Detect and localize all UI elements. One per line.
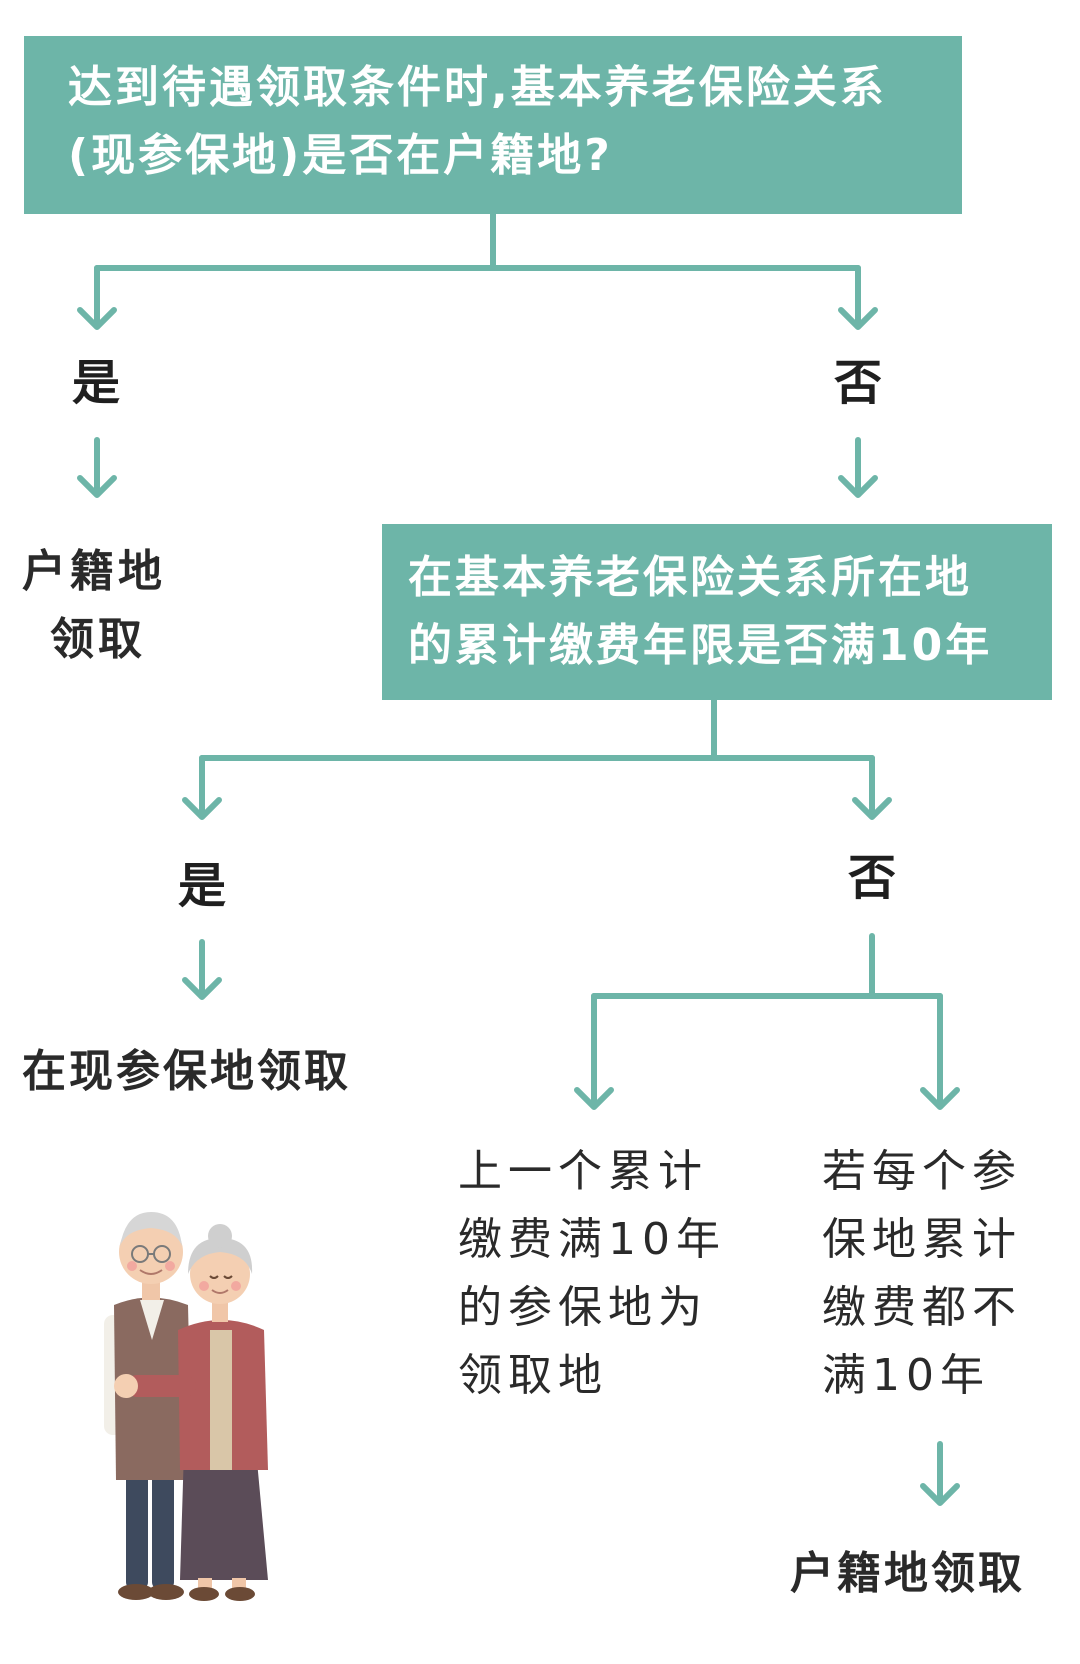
down-arrow-icon [574,1087,614,1110]
branch1-yes-result: 户籍地 领取 [22,538,166,674]
elderly-man-figure [104,1212,192,1600]
question1-line: 达到待遇领取条件时,基本养老保险关系 [68,62,887,113]
down-arrow-icon [182,797,222,820]
branch2-no-label: 否 [848,850,897,906]
question2-line: 在基本养老保险关系所在地 [408,552,972,603]
question2-box: 在基本养老保险关系所在地 的累计缴费年限是否满10年 [382,524,1052,700]
down-arrow-icon [77,307,117,330]
question2-line: 的累计缴费年限是否满10年 [408,620,993,671]
branch3-right-condition-line: 缴费都不 [822,1282,1022,1333]
down-arrow-icon [920,1087,960,1110]
elderly-couple-illustration [104,1212,268,1601]
branch3-right-condition-line: 保地累计 [822,1214,1022,1265]
down-arrow-icon [852,797,892,820]
branch3-right-condition-line: 若每个参 [822,1146,1022,1197]
question1-box: 达到待遇领取条件时,基本养老保险关系 (现参保地)是否在户籍地? [24,36,962,214]
elderly-woman-figure [114,1224,268,1601]
down-arrow-icon [838,475,878,498]
down-arrow-icon [182,977,222,1000]
branch2-yes-result: 在现参保地领取 [22,1046,351,1097]
branch3-right-condition-line: 满10年 [822,1350,990,1401]
down-arrow-icon [920,1483,960,1506]
branch2-yes-label: 是 [178,858,227,914]
branch3-left-result-line: 的参保地为 [458,1282,708,1333]
branch3-right-condition: 若每个参 保地累计 缴费都不 满10年 [822,1138,1022,1410]
question1-line: (现参保地)是否在户籍地? [68,130,613,181]
branch1-yes-result-line: 领取 [50,614,146,665]
branch1-yes-label: 是 [72,355,121,411]
branch1-yes-result-line: 户籍地 [22,546,166,597]
branch3-right-result: 户籍地领取 [790,1548,1025,1599]
down-arrow-icon [77,475,117,498]
branch3-left-result-line: 领取地 [458,1350,608,1401]
branch3-left-result-line: 缴费满10年 [458,1214,726,1265]
branch3-left-result-line: 上一个累计 [458,1146,708,1197]
down-arrow-icon [838,307,878,330]
branch1-no-label: 否 [834,355,883,411]
branch3-left-result: 上一个累计 缴费满10年 的参保地为 领取地 [458,1138,726,1410]
